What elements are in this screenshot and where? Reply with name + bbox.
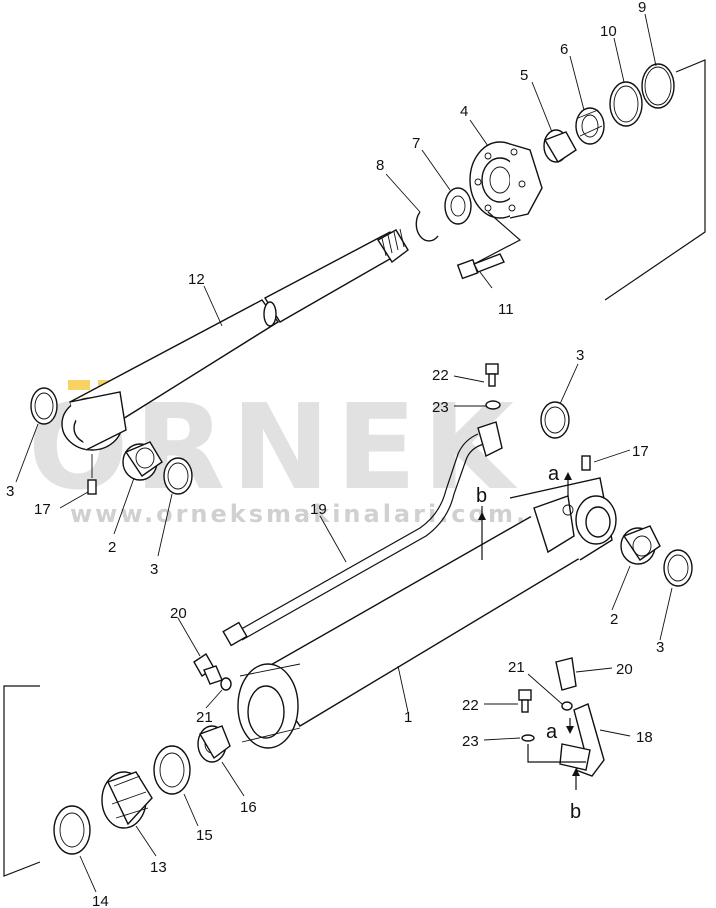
callout-23: 23: [432, 399, 449, 416]
callout-22: 22: [462, 697, 479, 714]
dust-seal-mid: [163, 457, 193, 495]
callout-14: 14: [92, 893, 109, 908]
dust-seal-top-right: [540, 401, 570, 439]
bolt-top: [485, 363, 499, 387]
callout-7: 7: [412, 135, 420, 152]
marker-a-top: a: [548, 463, 560, 485]
piston: [101, 771, 153, 829]
callout-19: 19: [310, 501, 327, 518]
dust-seal-right: [663, 549, 693, 587]
callout-3: 3: [6, 483, 14, 500]
bushing-left: [122, 441, 163, 481]
marker-a-bottom: a: [546, 721, 558, 743]
watermark-url: www.orneksmakinalari.com.tr: [70, 500, 557, 528]
piston-rod: [61, 228, 409, 451]
marker-b-bottom: b: [570, 801, 581, 823]
watermark-accent-mark: [68, 380, 90, 390]
callout-3: 3: [150, 561, 158, 578]
callout-1: 1: [404, 709, 412, 726]
callout-13: 13: [150, 859, 167, 876]
callout-15: 15: [196, 827, 213, 844]
elbow-fitting-left: [193, 653, 223, 685]
frame-lines: [3, 59, 706, 877]
callout-17: 17: [34, 501, 51, 518]
cylinder-head: [469, 141, 543, 219]
grease-fitting-left: [87, 454, 97, 495]
callout-9: 9: [638, 0, 646, 16]
cylinder-tube: [237, 477, 617, 749]
piston-ring: [53, 805, 91, 855]
o-ring-left: [220, 677, 232, 691]
rod-seal: [575, 107, 605, 145]
washer-top: [485, 400, 501, 410]
piston-spacer: [153, 745, 191, 795]
callout-6: 6: [560, 41, 568, 58]
piston-nut: [197, 725, 231, 763]
callout-4: 4: [460, 103, 468, 120]
leader-lines: [15, 13, 673, 893]
callout-2: 2: [108, 539, 116, 556]
callout-12: 12: [188, 271, 205, 288]
callout-10: 10: [600, 23, 617, 40]
dust-seal-left: [30, 387, 58, 425]
callout-11: 11: [498, 301, 514, 318]
buffer-ring: [444, 187, 472, 225]
callout-3: 3: [576, 347, 584, 364]
callout-23: 23: [462, 733, 479, 750]
callout-21: 21: [196, 709, 213, 726]
o-ring-right: [561, 701, 573, 711]
pipe: [222, 421, 503, 647]
callout-21: 21: [508, 659, 525, 676]
callout-17: 17: [632, 443, 649, 460]
callout-5: 5: [520, 67, 528, 84]
bushing: [543, 129, 577, 163]
pipe-lower: [527, 703, 605, 777]
callout-22: 22: [432, 367, 449, 384]
snap-ring: [609, 81, 643, 127]
connection-markers: a b a b: [476, 463, 581, 823]
callout-8: 8: [376, 157, 384, 174]
marker-b-top: b: [476, 485, 487, 507]
callout-16: 16: [240, 799, 257, 816]
washer-lower: [521, 734, 535, 742]
callout-20: 20: [616, 661, 633, 678]
callout-18: 18: [636, 729, 653, 746]
bolt: [456, 211, 522, 280]
dust-seal: [641, 63, 675, 109]
callout-3: 3: [656, 639, 664, 656]
callout-2: 2: [610, 611, 618, 628]
callout-labels: 1 2 2 3 3 3 3 4 5 6 7 8 9 10 11 12 13 14…: [6, 0, 664, 908]
back-up-ring: [415, 211, 439, 242]
bolt-lower: [518, 689, 532, 713]
callout-20: 20: [170, 605, 187, 622]
grease-fitting-right: [581, 455, 591, 471]
bushing-right: [620, 525, 661, 565]
elbow-fitting-right: [555, 657, 577, 691]
